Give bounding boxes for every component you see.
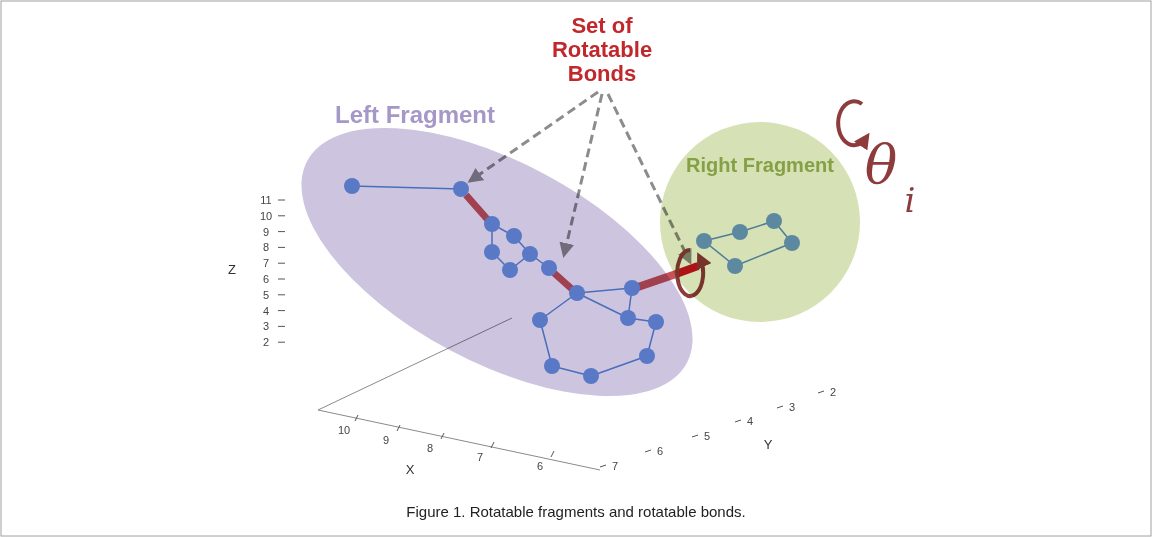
tick-mark	[278, 263, 285, 264]
tick-number: 4	[747, 415, 753, 427]
tick-number: 11	[260, 194, 271, 206]
tick-number: 6	[537, 460, 543, 472]
tick-mark	[777, 406, 783, 408]
axis-label: X	[406, 463, 415, 477]
tick-number: 9	[263, 226, 269, 238]
tick-number: 7	[477, 451, 483, 463]
tick-number: 10	[260, 210, 272, 222]
tick-mark	[278, 200, 285, 201]
tick-number: 2	[830, 386, 836, 398]
tick-mark	[645, 450, 651, 452]
right-fragment-region-outline	[660, 122, 860, 322]
tick-number: 10	[338, 424, 350, 436]
tick-number: 5	[704, 430, 710, 442]
axis-label: Z	[228, 263, 236, 277]
tick-mark	[355, 415, 358, 421]
fragment-heading: Left Fragment	[335, 102, 495, 128]
tick-number: 3	[263, 320, 269, 332]
tick-mark	[278, 215, 285, 216]
tick-mark	[818, 391, 824, 393]
tick-number: 8	[263, 241, 269, 253]
tick-number: 5	[263, 289, 269, 301]
tick-mark	[278, 231, 285, 232]
tick-number: 7	[263, 257, 269, 269]
tick-mark	[278, 310, 285, 311]
left-fragment-region: Left Fragment	[295, 95, 700, 400]
tick-mark	[397, 425, 400, 431]
tick-number: 2	[263, 336, 269, 348]
left-fragment-region-outline	[295, 95, 700, 400]
fragment-heading: Right Fragment	[686, 154, 834, 176]
tick-number: 4	[263, 305, 269, 317]
tick-mark	[491, 442, 494, 448]
tick-number: 9	[383, 434, 389, 446]
callout-title: Set of Rotatable Bonds	[542, 14, 662, 87]
tick-mark	[278, 247, 285, 248]
tick-mark	[278, 279, 285, 280]
tick-mark	[600, 465, 606, 467]
tick-mark	[551, 451, 554, 457]
tick-number: 8	[427, 442, 433, 454]
right-fragment-region: Right Fragment	[660, 122, 860, 322]
tick-mark	[278, 342, 285, 343]
tick-number: 6	[657, 445, 663, 457]
tick-mark	[441, 433, 444, 439]
tick-number: 7	[612, 460, 618, 472]
angle-subscript: i	[905, 182, 916, 219]
angle-symbol: θ	[865, 135, 898, 194]
tick-number: 6	[263, 273, 269, 285]
tick-mark	[278, 294, 285, 295]
tick-number: 3	[789, 401, 795, 413]
figure-caption: Figure 1. Rotatable fragments and rotata…	[406, 504, 745, 521]
tick-mark	[735, 420, 741, 422]
tick-mark	[692, 435, 698, 437]
tick-mark	[278, 326, 285, 327]
axis-label: Y	[764, 438, 773, 452]
